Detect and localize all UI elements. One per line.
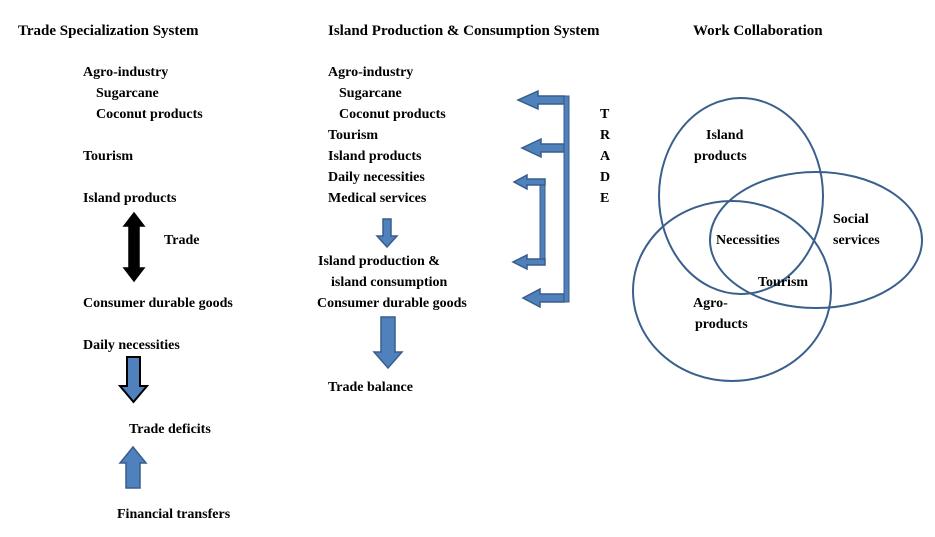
venn-circle-agro-products	[632, 200, 832, 382]
trade-letter-d: D	[600, 170, 611, 185]
col1-sugarcane: Sugarcane	[96, 86, 159, 101]
col2-island-products: Island products	[328, 149, 422, 164]
trade-letter-a: A	[600, 149, 611, 164]
down-arrow-medical-services	[375, 218, 399, 249]
trade-letter-t: T	[600, 107, 610, 122]
col2-sugarcane: Sugarcane	[339, 86, 402, 101]
col2-coconut-products: Coconut products	[339, 107, 446, 122]
col1-agro-industry: Agro-industry	[83, 65, 169, 80]
col2-agro-industry: Agro-industry	[328, 65, 414, 80]
trade-letter-e: E	[600, 191, 610, 206]
arrow-to-coconut-products	[516, 89, 565, 111]
venn-circle-island-products	[658, 97, 824, 295]
col1-island-products: Island products	[83, 191, 177, 206]
col2-consumer-durable-goods: Consumer durable goods	[317, 296, 467, 311]
col1-consumer-durable-goods: Consumer durable goods	[83, 296, 233, 311]
down-arrow-consumer-durable	[372, 316, 404, 370]
col2-trade-balance: Trade balance	[328, 380, 413, 395]
island-production-header: Island Production & Consumption System	[328, 23, 600, 39]
venn-label-agro-line2: products	[695, 317, 748, 332]
col1-trade-deficits: Trade deficits	[129, 422, 211, 437]
col2-tourism: Tourism	[328, 128, 379, 143]
venn-label-island-line1: Island	[706, 128, 744, 143]
venn-label-necessities: Necessities	[716, 233, 780, 248]
venn-label-tourism: Tourism	[758, 275, 809, 290]
venn-label-social-line1: Social	[833, 212, 869, 227]
col2-ipc-line2: island consumption	[331, 275, 448, 290]
work-collaboration-header: Work Collaboration	[693, 23, 823, 39]
up-arrow-financial-transfers	[118, 445, 148, 489]
trade-letter-r: R	[600, 128, 611, 143]
col1-tourism: Tourism	[83, 149, 134, 164]
arrow-to-daily-necessities	[512, 173, 546, 191]
small-bracket-bar	[539, 178, 546, 266]
trade-specialization-header: Trade Specialization System	[18, 23, 199, 39]
trade-bracket-bar	[563, 95, 570, 303]
venn-label-island-line2: products	[694, 149, 747, 164]
venn-label-social-line2: services	[833, 233, 880, 248]
col1-trade-label: Trade	[164, 233, 200, 248]
down-arrow-daily-necessities	[117, 356, 150, 404]
arrow-to-island-products	[520, 137, 565, 159]
col2-medical-services: Medical services	[328, 191, 427, 206]
col2-ipc-line1: Island production &	[318, 254, 440, 269]
arrow-to-consumer-durable-goods	[521, 287, 565, 309]
col2-daily-necessities: Daily necessities	[328, 170, 425, 185]
arrow-to-island-production-consumption	[511, 253, 546, 271]
col1-financial-transfers: Financial transfers	[117, 507, 231, 522]
double-headed-arrow	[122, 211, 146, 283]
venn-circle-social-services	[709, 171, 923, 309]
col1-coconut-products: Coconut products	[96, 107, 203, 122]
venn-label-agro-line1: Agro-	[693, 296, 728, 311]
col1-daily-necessities: Daily necessities	[83, 338, 180, 353]
